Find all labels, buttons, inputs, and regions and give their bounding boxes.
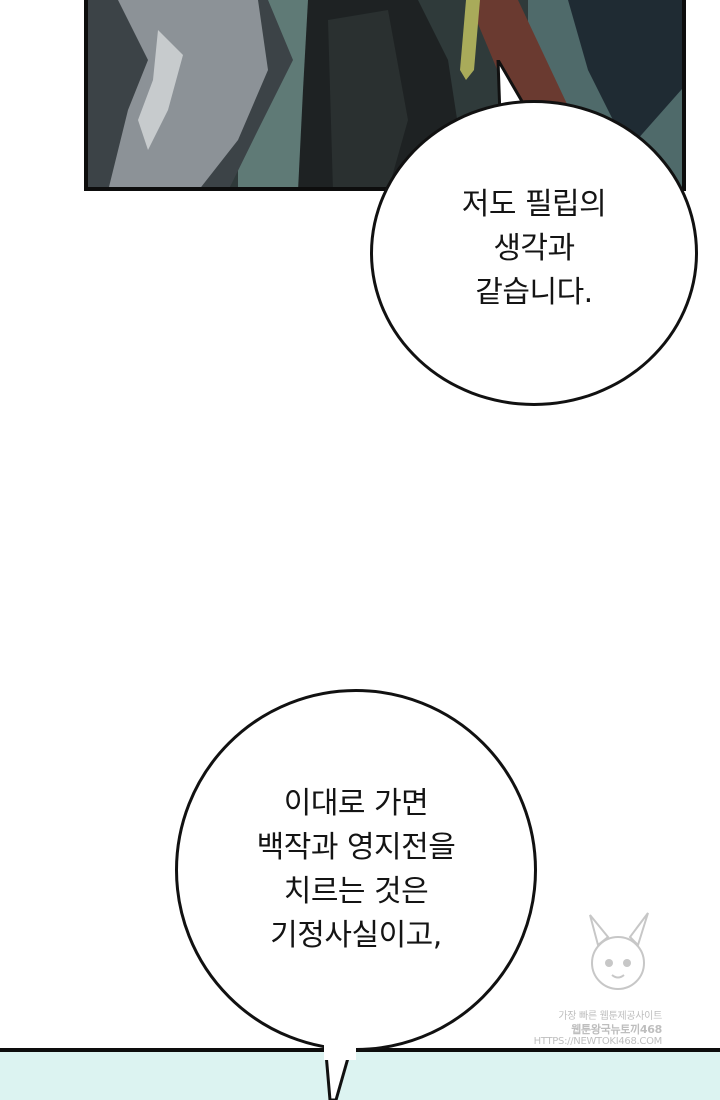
- top-panel-artwork: [88, 0, 682, 187]
- top-comic-panel: [84, 0, 686, 191]
- watermark-mascot-icon: [589, 912, 649, 990]
- speech-bubble: 저도 필립의 생각과 같습니다.: [370, 100, 698, 406]
- watermark-line: 웹툰왕국뉴토끼468: [571, 1023, 662, 1036]
- speech-bubble-text: 저도 필립의 생각과 같습니다.: [461, 187, 607, 310]
- watermark-line: 가장 빠른 웹툰제공사이트: [558, 1011, 662, 1022]
- tail-cover: [324, 1036, 356, 1060]
- speech-bubble: 이대로 가면 백작과 영지전을 치르는 것은 기정사실이고,: [175, 689, 537, 1051]
- tail-cover: [502, 110, 540, 132]
- speech-bubble-text: 이대로 가면 백작과 영지전을 치르는 것은 기정사실이고,: [256, 786, 456, 953]
- site-watermark: 가장 빠른 웹툰제공사이트 웹툰왕국뉴토끼468 HTTPS://NEWTOKI…: [534, 905, 692, 1055]
- watermark-url: HTTPS://NEWTOKI468.COM: [533, 1036, 663, 1047]
